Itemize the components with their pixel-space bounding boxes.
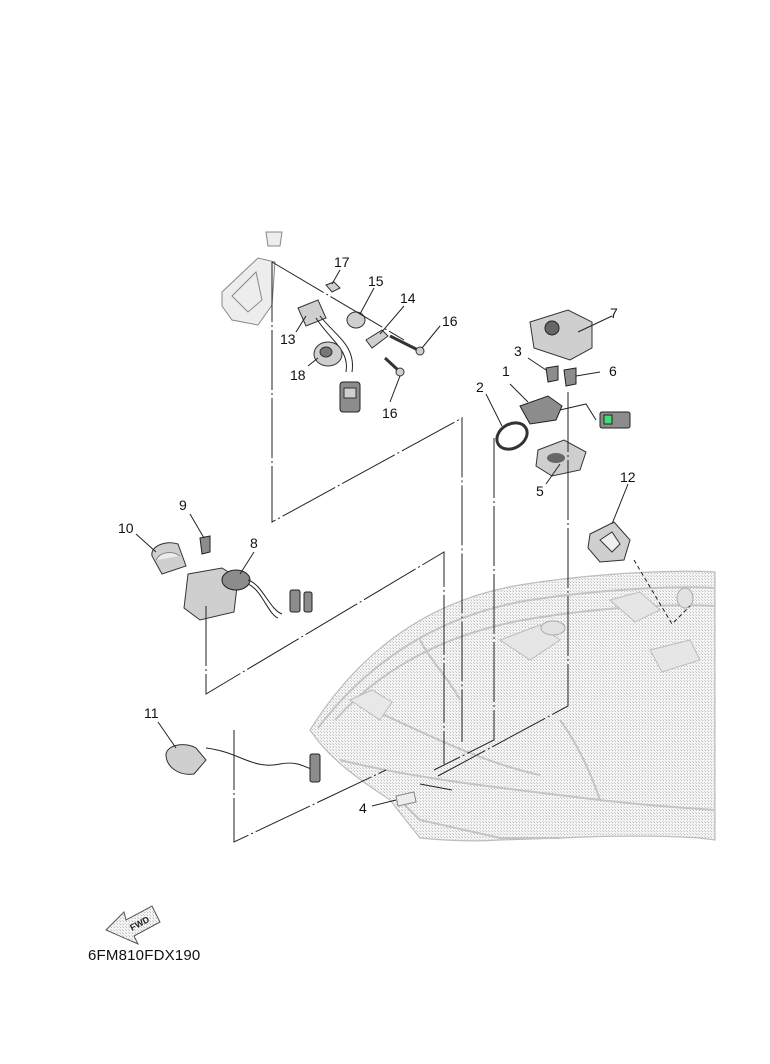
callout-14: 14 xyxy=(400,290,416,306)
grommet xyxy=(313,341,343,367)
callout-1: 1 xyxy=(502,363,510,379)
bolt-6 xyxy=(563,367,577,387)
callout-3: 3 xyxy=(514,343,522,359)
bolt-3 xyxy=(545,365,559,383)
callout-17: 17 xyxy=(334,254,350,270)
callout-16a: 16 xyxy=(442,313,458,329)
sensor-bracket xyxy=(183,567,313,621)
nut xyxy=(325,281,341,293)
callout-leaders xyxy=(135,269,629,807)
gasket xyxy=(495,421,529,451)
callout-9: 9 xyxy=(179,497,187,513)
switch-assembly xyxy=(519,395,631,429)
mounting-bracket xyxy=(221,231,283,326)
bolt-9 xyxy=(199,535,211,555)
grommet-ring xyxy=(587,521,631,563)
callout-13: 13 xyxy=(280,331,296,347)
callout-12: 12 xyxy=(620,469,636,485)
callout-6: 6 xyxy=(609,363,617,379)
callout-8: 8 xyxy=(250,535,258,551)
callout-10: 10 xyxy=(118,520,134,536)
bottom-cowling xyxy=(309,570,716,842)
clamp xyxy=(365,329,389,349)
callout-18: 18 xyxy=(290,367,306,383)
callout-numbers: 1 2 3 4 5 6 7 8 9 10 11 12 13 14 15 16 1… xyxy=(118,254,636,816)
switch-cover xyxy=(529,309,593,361)
diagram-code: 6FM810FDX190 xyxy=(88,947,201,964)
temperature-sensor xyxy=(165,744,321,783)
forward-arrow-icon: FWD xyxy=(105,905,161,946)
callout-11: 11 xyxy=(144,705,159,721)
cable-clamp xyxy=(151,542,187,575)
callout-15: 15 xyxy=(368,273,384,289)
sensor-harness xyxy=(297,299,361,413)
bolts xyxy=(383,334,425,377)
callout-16b: 16 xyxy=(382,405,398,421)
callout-4: 4 xyxy=(359,800,367,816)
collar xyxy=(346,311,366,329)
callout-2: 2 xyxy=(476,379,484,395)
connection-lines xyxy=(205,261,569,843)
caution-label xyxy=(395,791,417,807)
callout-5: 5 xyxy=(536,483,544,499)
callout-7: 7 xyxy=(610,305,618,321)
holder xyxy=(535,439,587,477)
